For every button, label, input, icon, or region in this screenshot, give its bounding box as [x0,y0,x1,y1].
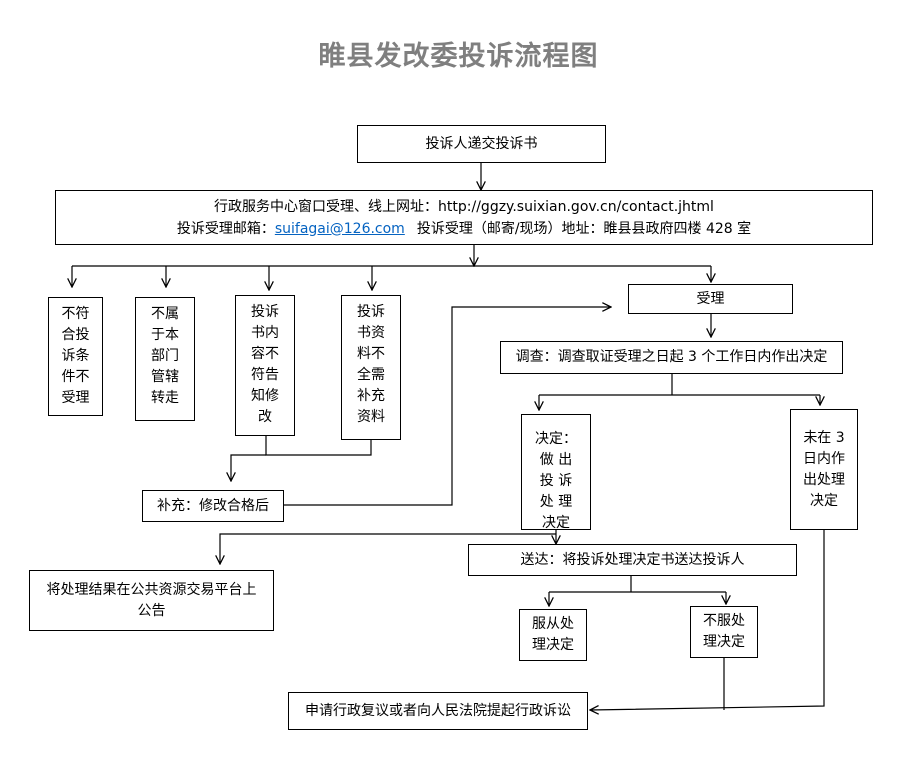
supplement-box: 补充：修改合格后 [142,490,284,522]
service-line-2: 投诉受理邮箱：suifagai@126.com 投诉受理（邮寄/现场）地址：睢县县… [177,218,751,240]
merge-to-supplement [265,436,372,456]
page-title: 睢县发改委投诉流程图 [318,41,599,72]
incomplete-docs-text: 投诉书资料不全需补充资料 [357,304,385,425]
no-decision-box: 未在 3 日内作出处理决定 [790,409,858,530]
investigate-text: 调查：调查取证受理之日起 3 个工作日内作出决定 [515,349,828,365]
supplement-text: 补充：修改合格后 [157,497,269,514]
accept-text: 受理 [696,290,725,307]
publish-line-2: 公告 [137,602,166,619]
arrow-to-supplement [231,454,266,481]
submit-complaint-box: 投诉人递交投诉书 [357,125,606,163]
not-jurisdiction-box: 不属于本部门管辖转走 [135,297,195,421]
submit-complaint-text: 投诉人递交投诉书 [425,135,538,152]
deliver-box: 送达：将投诉处理决定书送达投诉人 [468,544,797,576]
disagree-box: 不服处理决定 [690,606,758,658]
address-text: 投诉受理（邮寄/现场）地址：睢县县政府四楼 428 室 [416,220,752,237]
investigate-box: 调查：调查取证受理之日起 3 个工作日内作出决定 [500,341,843,374]
disagree-text: 不服处理决定 [703,613,745,650]
email-link[interactable]: suifagai@126.com [274,220,405,237]
arrow-to-publish [220,533,556,564]
comply-text: 服从处理决定 [532,616,574,653]
not-eligible-text: 不符合投诉条件不受理 [61,306,90,406]
decision-box: 决定：做 出 投 诉 处 理 决定 [521,414,591,531]
arrow-supplement-to-accept [284,307,611,506]
appeal-box: 申请行政复议或者向人民法院提起行政诉讼 [288,692,588,730]
not-jurisdiction-text: 不属于本部门管辖转走 [151,306,179,406]
accept-box: 受理 [628,284,793,314]
content-mismatch-text: 投诉书内容不符告知修改 [251,304,279,425]
comply-box: 服从处理决定 [519,609,587,661]
decision-text: 决定：做 出 投 诉 处 理 决定 [535,431,577,531]
service-center-box: 行政服务中心窗口受理、线上网址：http://ggzy.suixian.gov.… [55,190,873,245]
email-label: 投诉受理邮箱： [176,220,275,237]
appeal-text: 申请行政复议或者向人民法院提起行政诉讼 [305,702,571,719]
content-mismatch-box: 投诉书内容不符告知修改 [235,295,295,436]
publish-line-1: 将处理结果在公共资源交易平台上 [46,581,257,598]
service-line-1: 行政服务中心窗口受理、线上网址：http://ggzy.suixian.gov.… [214,198,714,215]
not-eligible-box: 不符合投诉条件不受理 [48,297,103,416]
incomplete-docs-box: 投诉书资料不全需补充资料 [341,295,401,440]
deliver-text: 送达：将投诉处理决定书送达投诉人 [520,551,745,568]
publish-box: 将处理结果在公共资源交易平台上 公告 [29,570,274,631]
arrow-no-decision-to-appeal [590,530,825,710]
no-decision-text: 未在 3 日内作出处理决定 [803,430,845,509]
